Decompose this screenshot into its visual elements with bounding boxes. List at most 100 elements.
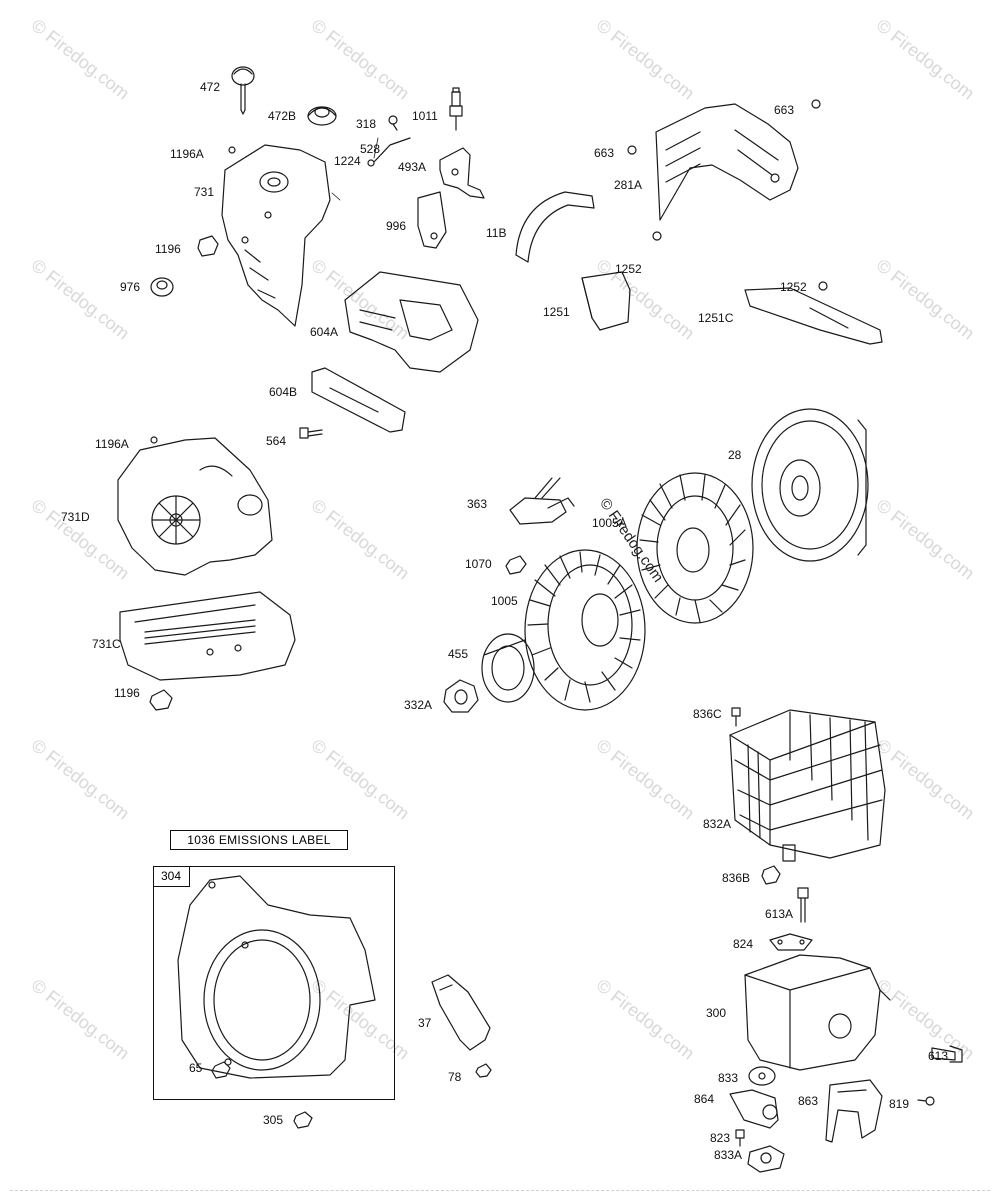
part-976-cap (150, 277, 174, 297)
emissions-label-box: 1036 EMISSIONS LABEL (170, 830, 348, 850)
part-731C-cover (119, 591, 296, 681)
part-label: 836C (693, 707, 722, 721)
part-863-bracket (825, 1079, 883, 1143)
part-363-armature (509, 477, 575, 525)
part-1196A-mid-screw (150, 436, 158, 444)
part-304-blower-housing (177, 875, 376, 1079)
part-1196-nut (197, 235, 219, 257)
part-613A-bolt (797, 887, 809, 923)
part-836B-screw (761, 865, 781, 885)
part-label: 864 (694, 1092, 715, 1106)
part-824-gasket (769, 933, 813, 951)
leader-lines (331, 137, 379, 201)
part-label: 663 (594, 146, 615, 160)
part-label: 528 (360, 142, 381, 156)
part-label: 305 (263, 1113, 284, 1127)
part-label: 604A (310, 325, 339, 339)
part-label: 1005A (592, 516, 627, 530)
part-label: 996 (386, 219, 407, 233)
part-78-screw (475, 1063, 492, 1078)
part-label: 472B (268, 109, 297, 123)
part-1011-spark-plug (449, 87, 463, 131)
part-65-screw (211, 1061, 231, 1079)
part-label: 332A (404, 698, 433, 712)
part-832A-guard (729, 709, 886, 862)
part-28-flywheel (751, 408, 869, 562)
part-833-gasket (748, 1066, 776, 1086)
part-823-screw (735, 1129, 745, 1147)
part-1252-screw (652, 231, 828, 291)
part-564-bolt (299, 427, 323, 439)
part-label: 832A (703, 817, 732, 831)
part-318-screw (388, 115, 398, 131)
part-label: 1196 (155, 242, 181, 256)
part-label: 976 (120, 280, 141, 294)
part-label: 833 (718, 1071, 739, 1085)
group-frame-tag: 304 (153, 866, 190, 887)
part-472B-grommet (307, 106, 337, 126)
part-label: 731D (61, 510, 90, 524)
part-281A-heat-shield (655, 103, 799, 221)
part-label: 819 (889, 1097, 910, 1111)
part-836C-screw (731, 707, 741, 727)
part-label: 363 (467, 497, 488, 511)
part-528-link (367, 137, 411, 167)
part-833A-gasket (747, 1145, 785, 1173)
part-731D-blower-housing (117, 437, 273, 576)
part-332A-nut (443, 679, 479, 713)
part-663-screw (627, 99, 821, 155)
part-label: 1196A (95, 437, 129, 451)
part-label: 1005 (491, 594, 518, 608)
part-1196A-screw (228, 146, 236, 154)
part-1251C-bar (744, 287, 883, 345)
part-label: 472 (200, 80, 221, 94)
part-1005-fan (524, 549, 646, 711)
part-label: 1252 (615, 262, 642, 276)
part-1070-screw (505, 555, 527, 575)
part-label: 318 (356, 117, 377, 131)
part-493A-bracket (439, 147, 485, 199)
part-label: 300 (706, 1006, 727, 1020)
part-1251-bracket (581, 271, 631, 331)
part-label: 1011 (412, 109, 438, 123)
part-472-dipstick (231, 66, 255, 115)
part-label: 1196A (170, 147, 204, 161)
part-label: 833A (714, 1148, 743, 1162)
part-819-screw (917, 1096, 935, 1106)
part-996-plate (417, 191, 447, 249)
part-1196-knob (149, 689, 173, 711)
part-label: 823 (710, 1131, 731, 1145)
part-37-baffle (431, 974, 491, 1051)
part-305-screw (293, 1111, 313, 1129)
part-label: 11B (486, 226, 507, 240)
part-label: 836B (722, 871, 751, 885)
part-label: 613A (765, 907, 794, 921)
part-613-bolt (931, 1045, 963, 1063)
part-label: 613 (928, 1049, 949, 1063)
footer-divider (10, 1190, 990, 1194)
part-604B-gasket (311, 367, 406, 433)
part-731-shroud (221, 144, 331, 327)
group-frame-304 (153, 866, 395, 1100)
part-label: 65 (189, 1061, 203, 1075)
part-300-muffler (744, 954, 891, 1071)
part-label: 731C (92, 637, 121, 651)
part-455-cup (481, 633, 535, 703)
part-1005A-fan (636, 472, 754, 624)
part-label: 663 (774, 103, 795, 117)
part-label: 564 (266, 434, 287, 448)
part-label: 1070 (465, 557, 492, 571)
part-604A-air-cleaner (344, 271, 479, 373)
part-label: 281A (614, 178, 643, 192)
part-label: 493A (398, 160, 427, 174)
part-label: 1252 (780, 280, 807, 294)
part-label: 731 (194, 185, 215, 199)
part-label: 1251C (698, 311, 734, 325)
part-label: 824 (733, 937, 754, 951)
part-11B-hose (515, 191, 595, 263)
part-label: 37 (418, 1016, 432, 1030)
part-864-deflector (729, 1089, 779, 1129)
part-label: 28 (728, 448, 742, 462)
part-label: 863 (798, 1094, 819, 1108)
